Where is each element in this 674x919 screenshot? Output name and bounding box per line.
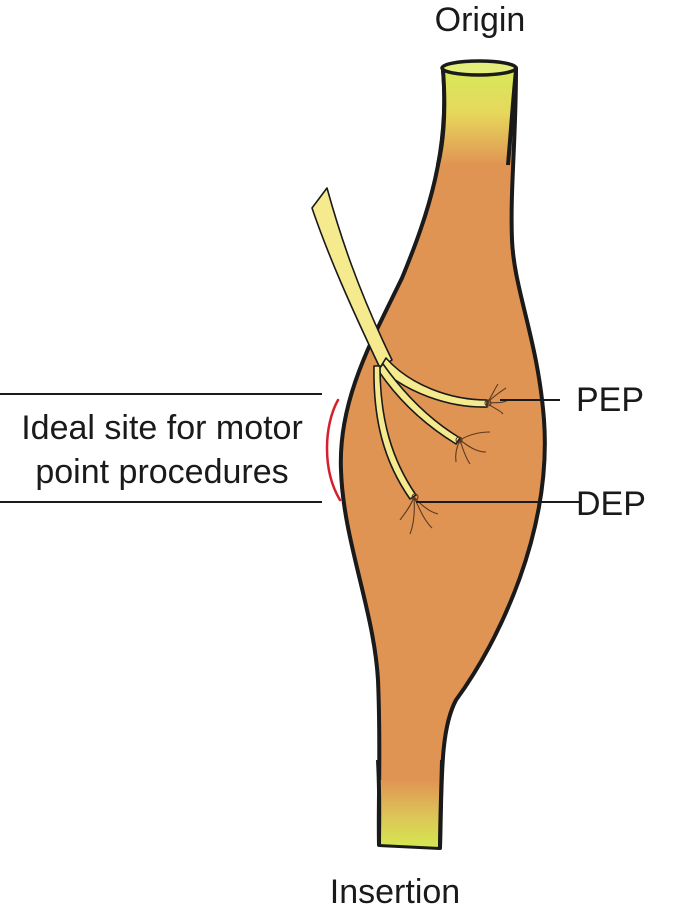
ideal-site-label-line2: point procedures <box>35 453 289 491</box>
origin-label: Origin <box>434 1 526 39</box>
origin-tendon-cap <box>440 59 518 77</box>
nerve <box>311 187 488 500</box>
muscle-belly <box>338 66 547 850</box>
dep-label: DEP <box>576 485 646 523</box>
ideal-site-label-line1: Ideal site for motor <box>21 409 303 447</box>
insertion-label: Insertion <box>329 873 461 911</box>
ideal-site-label: Ideal site for motor point procedures <box>0 406 324 494</box>
origin-tendon <box>438 70 516 165</box>
insertion-tendon <box>379 780 441 848</box>
pep-label: PEP <box>576 381 645 419</box>
ideal-site-bracket <box>325 398 342 502</box>
